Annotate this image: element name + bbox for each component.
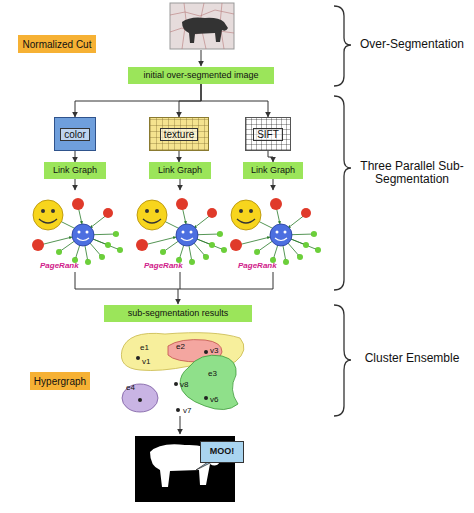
algorithm-label: PageRank — [40, 262, 90, 271]
process-box: Hypergraph — [30, 372, 90, 390]
node-text: Link Graph — [251, 166, 295, 176]
algorithm-label: PageRank — [144, 262, 194, 271]
section-label: Over-Segmentation — [356, 38, 468, 51]
node-text: texture — [160, 128, 199, 141]
hyperedge-label: e3 — [208, 370, 228, 379]
cow-image — [170, 3, 234, 49]
section-label: Three Parallel Sub-Segmentation — [356, 160, 468, 186]
connector-arrow — [179, 151, 180, 162]
node-text: Link Graph — [158, 166, 202, 176]
node-text: color — [60, 128, 90, 141]
feature-box: SIFT — [245, 117, 291, 151]
process-box: Link Graph — [44, 162, 106, 179]
process-box: Normalized Cut — [18, 35, 96, 53]
speech-bubble: MOO! — [200, 441, 244, 463]
feature-box: color — [54, 117, 96, 151]
node-text: initial over-segmented image — [143, 71, 258, 81]
algorithm-label: PageRank — [238, 262, 288, 271]
link-graph-illustration — [230, 198, 321, 265]
feature-box: texture — [149, 117, 209, 151]
process-box: initial over-segmented image — [128, 67, 274, 84]
link-graph-illustration — [32, 198, 123, 265]
node-text: Hypergraph — [34, 376, 86, 387]
node-text: Link Graph — [53, 166, 97, 176]
layout-arrows — [75, 50, 273, 434]
vertex-label: v1 — [142, 358, 162, 367]
section-brace — [334, 6, 351, 416]
vertex-label: v7 — [183, 407, 203, 416]
hyperedge-label: e4 — [126, 384, 146, 393]
node-text: SIFT — [253, 128, 283, 141]
hyperedge-label: e2 — [176, 343, 196, 352]
process-box: Link Graph — [149, 162, 211, 179]
process-box: Link Graph — [243, 162, 303, 179]
node-text: MOO! — [210, 447, 235, 457]
hyperedge-label: e1 — [140, 344, 160, 353]
section-label: Cluster Ensemble — [356, 352, 468, 365]
node-text: sub-segmentation results — [128, 309, 229, 319]
hypergraph-illustration — [121, 333, 244, 412]
process-box: sub-segmentation results — [104, 305, 252, 322]
vertex-label: v3 — [210, 347, 230, 356]
vertex-label: v8 — [180, 381, 200, 390]
connector-arrow — [179, 84, 201, 117]
connector-arrow — [75, 84, 201, 117]
connector-arrow — [75, 151, 76, 162]
link-graph-illustration — [136, 198, 227, 265]
node-text: Normalized Cut — [23, 39, 92, 50]
vertex-label: v6 — [210, 396, 230, 405]
connector-arrow — [268, 151, 273, 162]
connector-arrow — [201, 84, 268, 117]
